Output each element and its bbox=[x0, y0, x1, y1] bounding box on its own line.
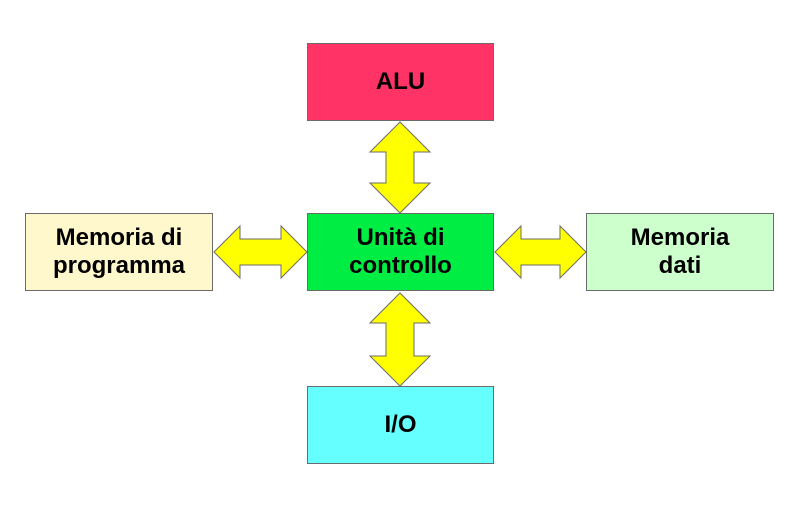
arrow-control-io bbox=[368, 292, 432, 387]
control-unit-box: Unità di controllo bbox=[307, 213, 494, 291]
arrow-program-memory-control bbox=[213, 224, 308, 280]
data-memory-box: Memoria dati bbox=[586, 213, 774, 291]
alu-box: ALU bbox=[307, 43, 494, 121]
alu-label: ALU bbox=[375, 68, 426, 95]
control-unit-label: Unità di controllo bbox=[349, 224, 452, 279]
program-memory-label: Memoria di programma bbox=[52, 224, 186, 279]
arrow-control-data-memory bbox=[494, 224, 587, 280]
io-box: I/O bbox=[307, 386, 494, 464]
arrow-alu-control bbox=[368, 121, 432, 214]
data-memory-label: Memoria dati bbox=[630, 224, 730, 279]
io-label: I/O bbox=[384, 411, 417, 438]
program-memory-box: Memoria di programma bbox=[25, 213, 213, 291]
